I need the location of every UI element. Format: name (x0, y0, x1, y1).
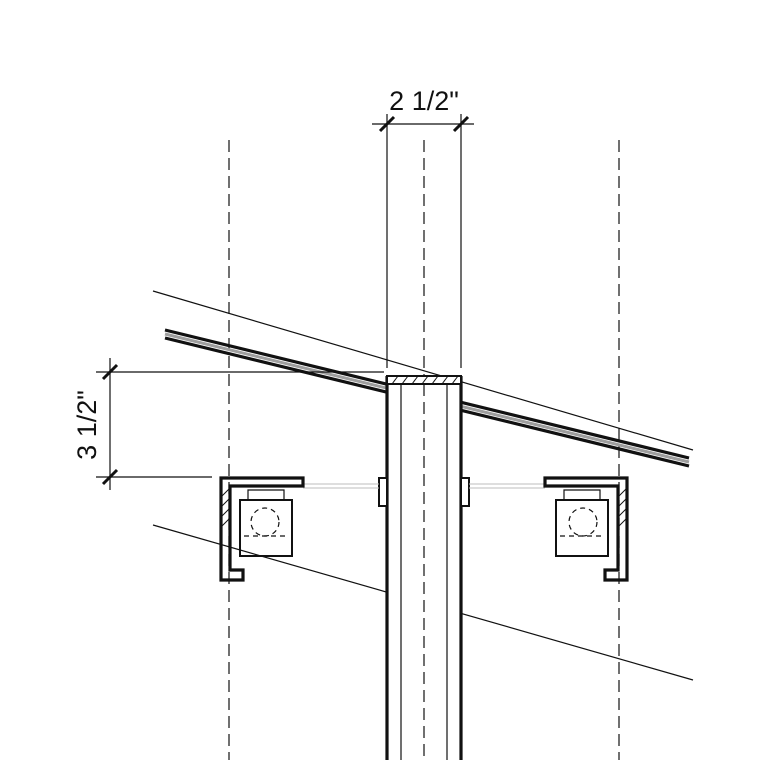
right-bracket (555, 499, 609, 557)
right-channel-hatch (618, 488, 627, 527)
left-channel-hatch (221, 488, 230, 527)
left-fastener (250, 507, 280, 537)
upper-slope-line (152, 290, 694, 451)
post-width-dimension: 2 1/2" (372, 86, 474, 368)
right-fastener (568, 507, 598, 537)
post-clip-left (378, 477, 388, 507)
post (378, 375, 470, 760)
rail-height-tick-top (101, 363, 119, 381)
post-width-tick-right (452, 115, 470, 133)
left-bracket-top (247, 489, 285, 500)
post-clip-right (460, 477, 470, 507)
post-width-tick-left (378, 115, 396, 133)
post-width-label: 2 1/2" (389, 86, 459, 116)
right-rail-channel (543, 476, 629, 582)
rail-height-dimension: 3 1/2" (72, 358, 384, 490)
rail-reference-line (303, 483, 545, 489)
right-bracket-top (563, 489, 601, 500)
post-cap (386, 375, 462, 385)
right-channel-profile (543, 476, 629, 582)
left-bracket (239, 499, 293, 557)
left-rail-channel (219, 476, 305, 582)
rail-height-tick-bottom (101, 468, 119, 486)
post-cap-hatch (391, 375, 459, 385)
left-channel-profile (219, 476, 305, 582)
rail-height-label: 3 1/2" (72, 390, 102, 460)
